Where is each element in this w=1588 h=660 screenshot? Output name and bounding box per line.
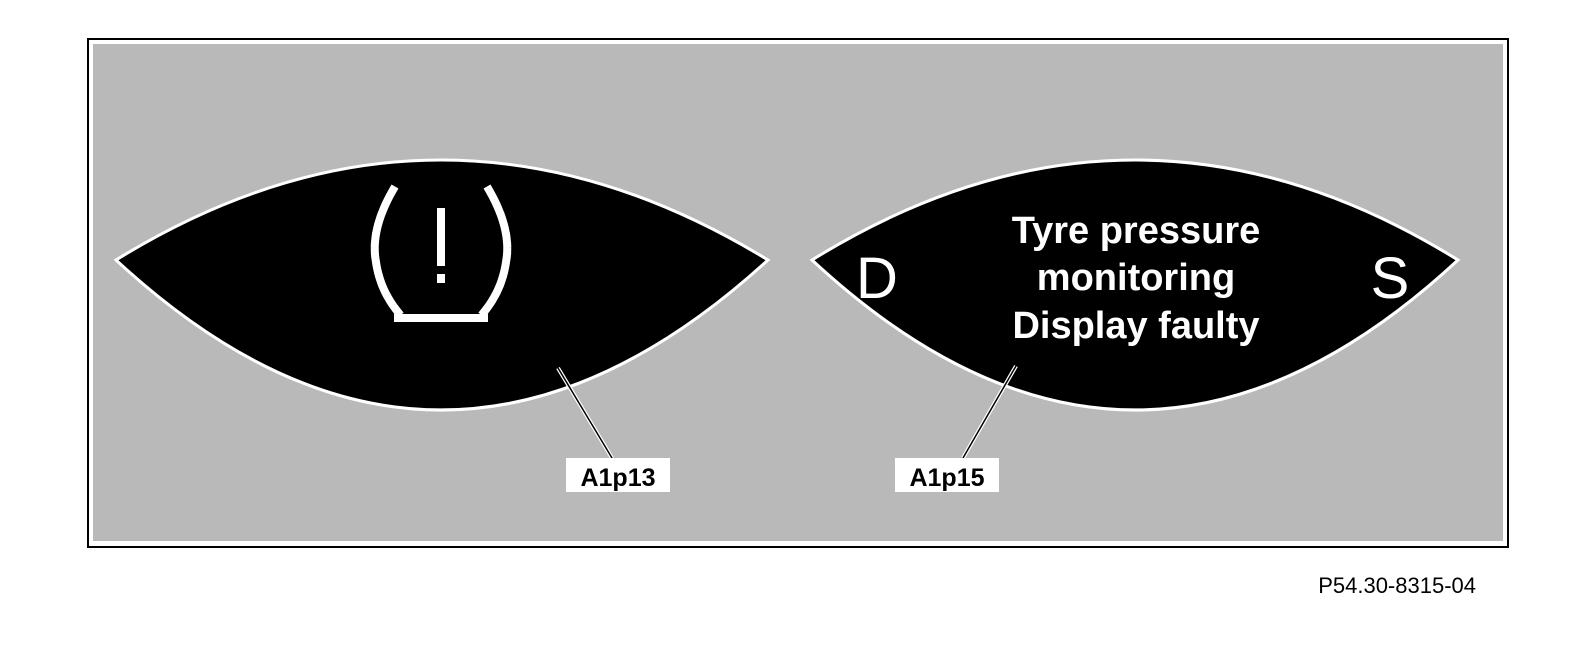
display-message-line-1: Tyre pressure [1012, 210, 1261, 252]
display-message-line-2: monitoring [1037, 257, 1235, 299]
left-display-screen [113, 158, 771, 412]
right-display: D S Tyre pressure monitoring Display fau… [809, 158, 1461, 492]
display-message-line-3: Display faulty [1012, 305, 1259, 347]
callout-label-bg-a1p13 [566, 458, 670, 492]
callout-label-a1p15: A1p15 [909, 464, 984, 492]
left-display: A1p13 [113, 158, 771, 492]
callout-label-a1p13: A1p13 [580, 464, 655, 492]
gear-indicator-s: S [1371, 246, 1410, 311]
right-display-screen [809, 158, 1461, 412]
callout-label-bg-a1p15 [895, 458, 999, 492]
figure-reference: P54.30-8315-04 [1318, 573, 1476, 598]
tire-pressure-warning-icon [370, 184, 512, 322]
gear-indicator-d: D [856, 246, 898, 311]
